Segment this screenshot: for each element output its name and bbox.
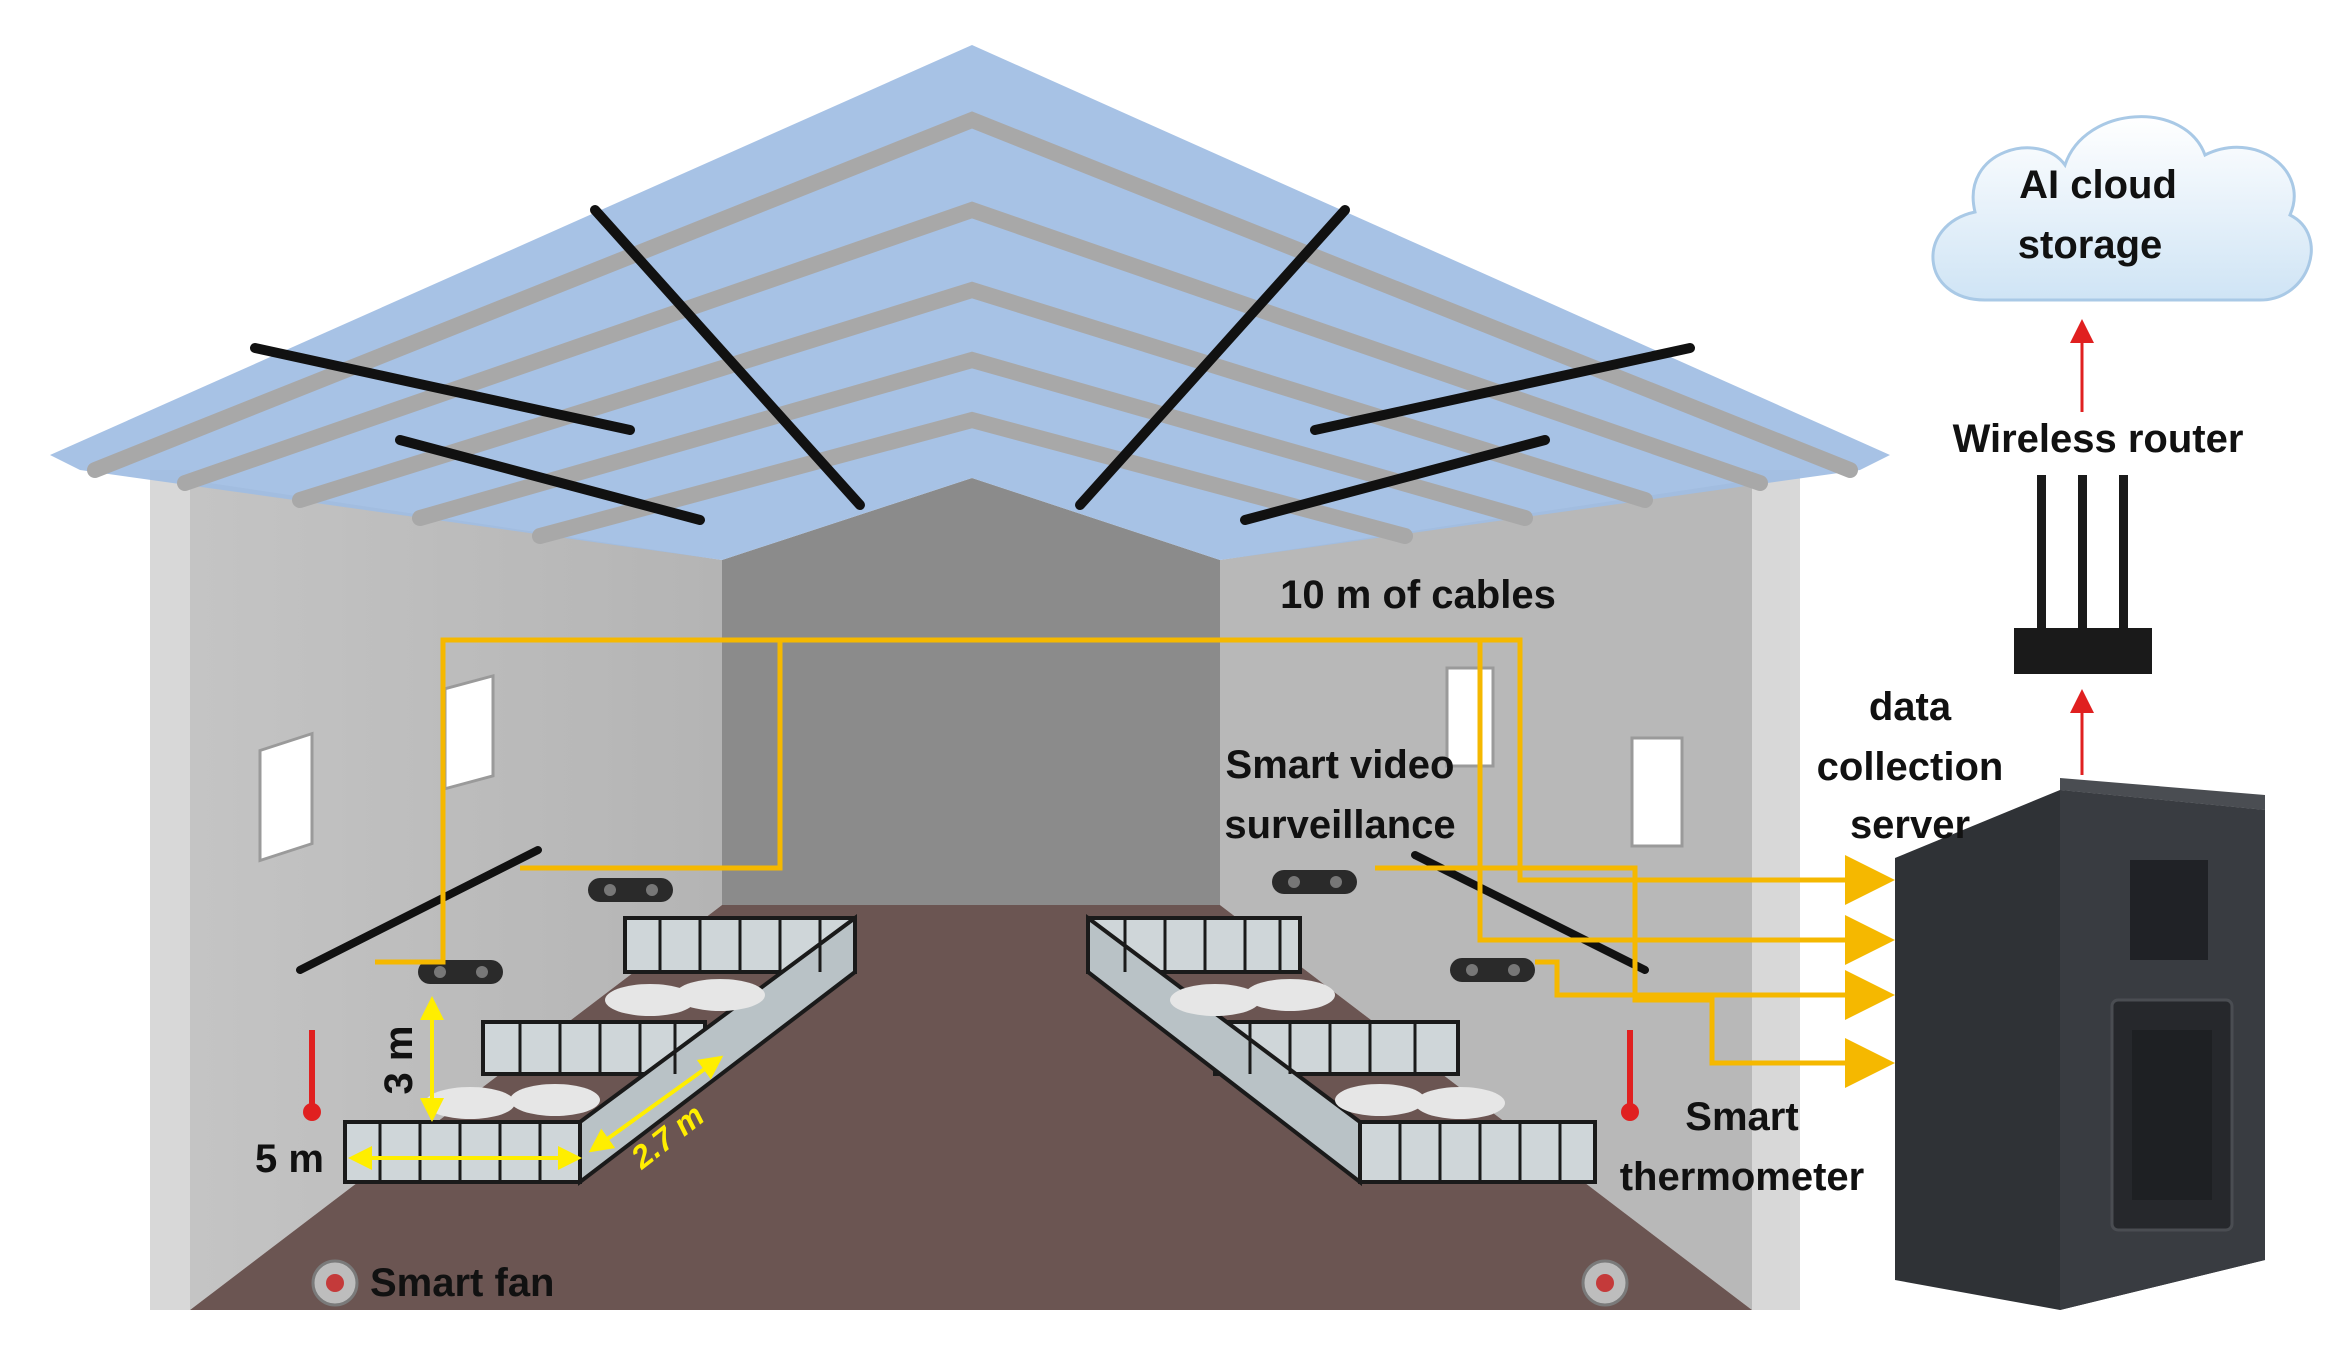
thermometer-label-line1: Smart [1685, 1095, 1798, 1139]
roof-purlins [87, 111, 1858, 544]
camera-label-line2: surveillance [1224, 803, 1455, 847]
pig [425, 1087, 515, 1119]
pig [1415, 1087, 1505, 1119]
camera-icon [418, 960, 503, 984]
cloud-label-line2: storage [2018, 223, 2163, 267]
window-icon [1630, 736, 1684, 848]
cloud-icon [1931, 115, 2313, 302]
right-outer-wall [1752, 470, 1800, 1310]
pig [675, 979, 765, 1011]
cloud-label-line1: AI cloud [2019, 163, 2177, 207]
camera-label-line1: Smart video [1226, 743, 1455, 787]
thermometer-icon [1621, 1030, 1639, 1121]
server-label-line3: server [1850, 803, 1970, 847]
cable [1477, 640, 1895, 965]
fan-icon [1581, 1259, 1629, 1307]
roof-trusses [250, 205, 1695, 525]
thermometer-icon [303, 1030, 321, 1121]
pig [510, 1084, 600, 1116]
pig [605, 984, 695, 1016]
left-outer-wall [150, 470, 190, 1310]
dimension-lines [348, 996, 724, 1170]
width-dimension-label: 5 m [255, 1137, 324, 1181]
depth-dimension [588, 1055, 724, 1153]
window-icon [1445, 666, 1495, 768]
cables [375, 637, 1895, 1088]
cable [780, 637, 1895, 905]
pens-right-bars [1123, 918, 1562, 1182]
pig [1335, 1084, 1425, 1116]
cables-label: 10 m of cables [1280, 573, 1556, 617]
labels: AI cloud storage Wireless router data co… [255, 163, 2243, 1305]
server-label-line1: data [1869, 685, 1952, 729]
thermometer-label-line2: thermometer [1620, 1155, 1865, 1199]
router-label: Wireless router [1953, 417, 2244, 461]
pig [1245, 979, 1335, 1011]
back-wall [722, 478, 1220, 905]
server-icon [1895, 778, 2265, 1310]
fan-label: Smart fan [370, 1261, 555, 1305]
windows [258, 666, 1684, 863]
right-side-wall [1220, 480, 1752, 1310]
pens-right [1086, 914, 1597, 1187]
fan-icon [311, 1259, 359, 1307]
cable [375, 637, 783, 965]
camera-icon [588, 878, 673, 902]
cable [1535, 959, 1895, 1020]
server-label-line2: collection [1817, 745, 2004, 789]
pig [1170, 984, 1260, 1016]
camera-mounts [296, 846, 1649, 974]
camera-icon [1450, 958, 1535, 982]
window-icon [258, 731, 314, 863]
height-dimension-label: 3 m [377, 1026, 421, 1095]
pen-side [1086, 914, 1362, 1187]
router-icon [2014, 475, 2152, 674]
barn-floor [190, 905, 1752, 1310]
cable [1375, 865, 1895, 1088]
window-icon [443, 673, 495, 791]
barn [50, 45, 1890, 1310]
camera-icon [1272, 870, 1357, 894]
